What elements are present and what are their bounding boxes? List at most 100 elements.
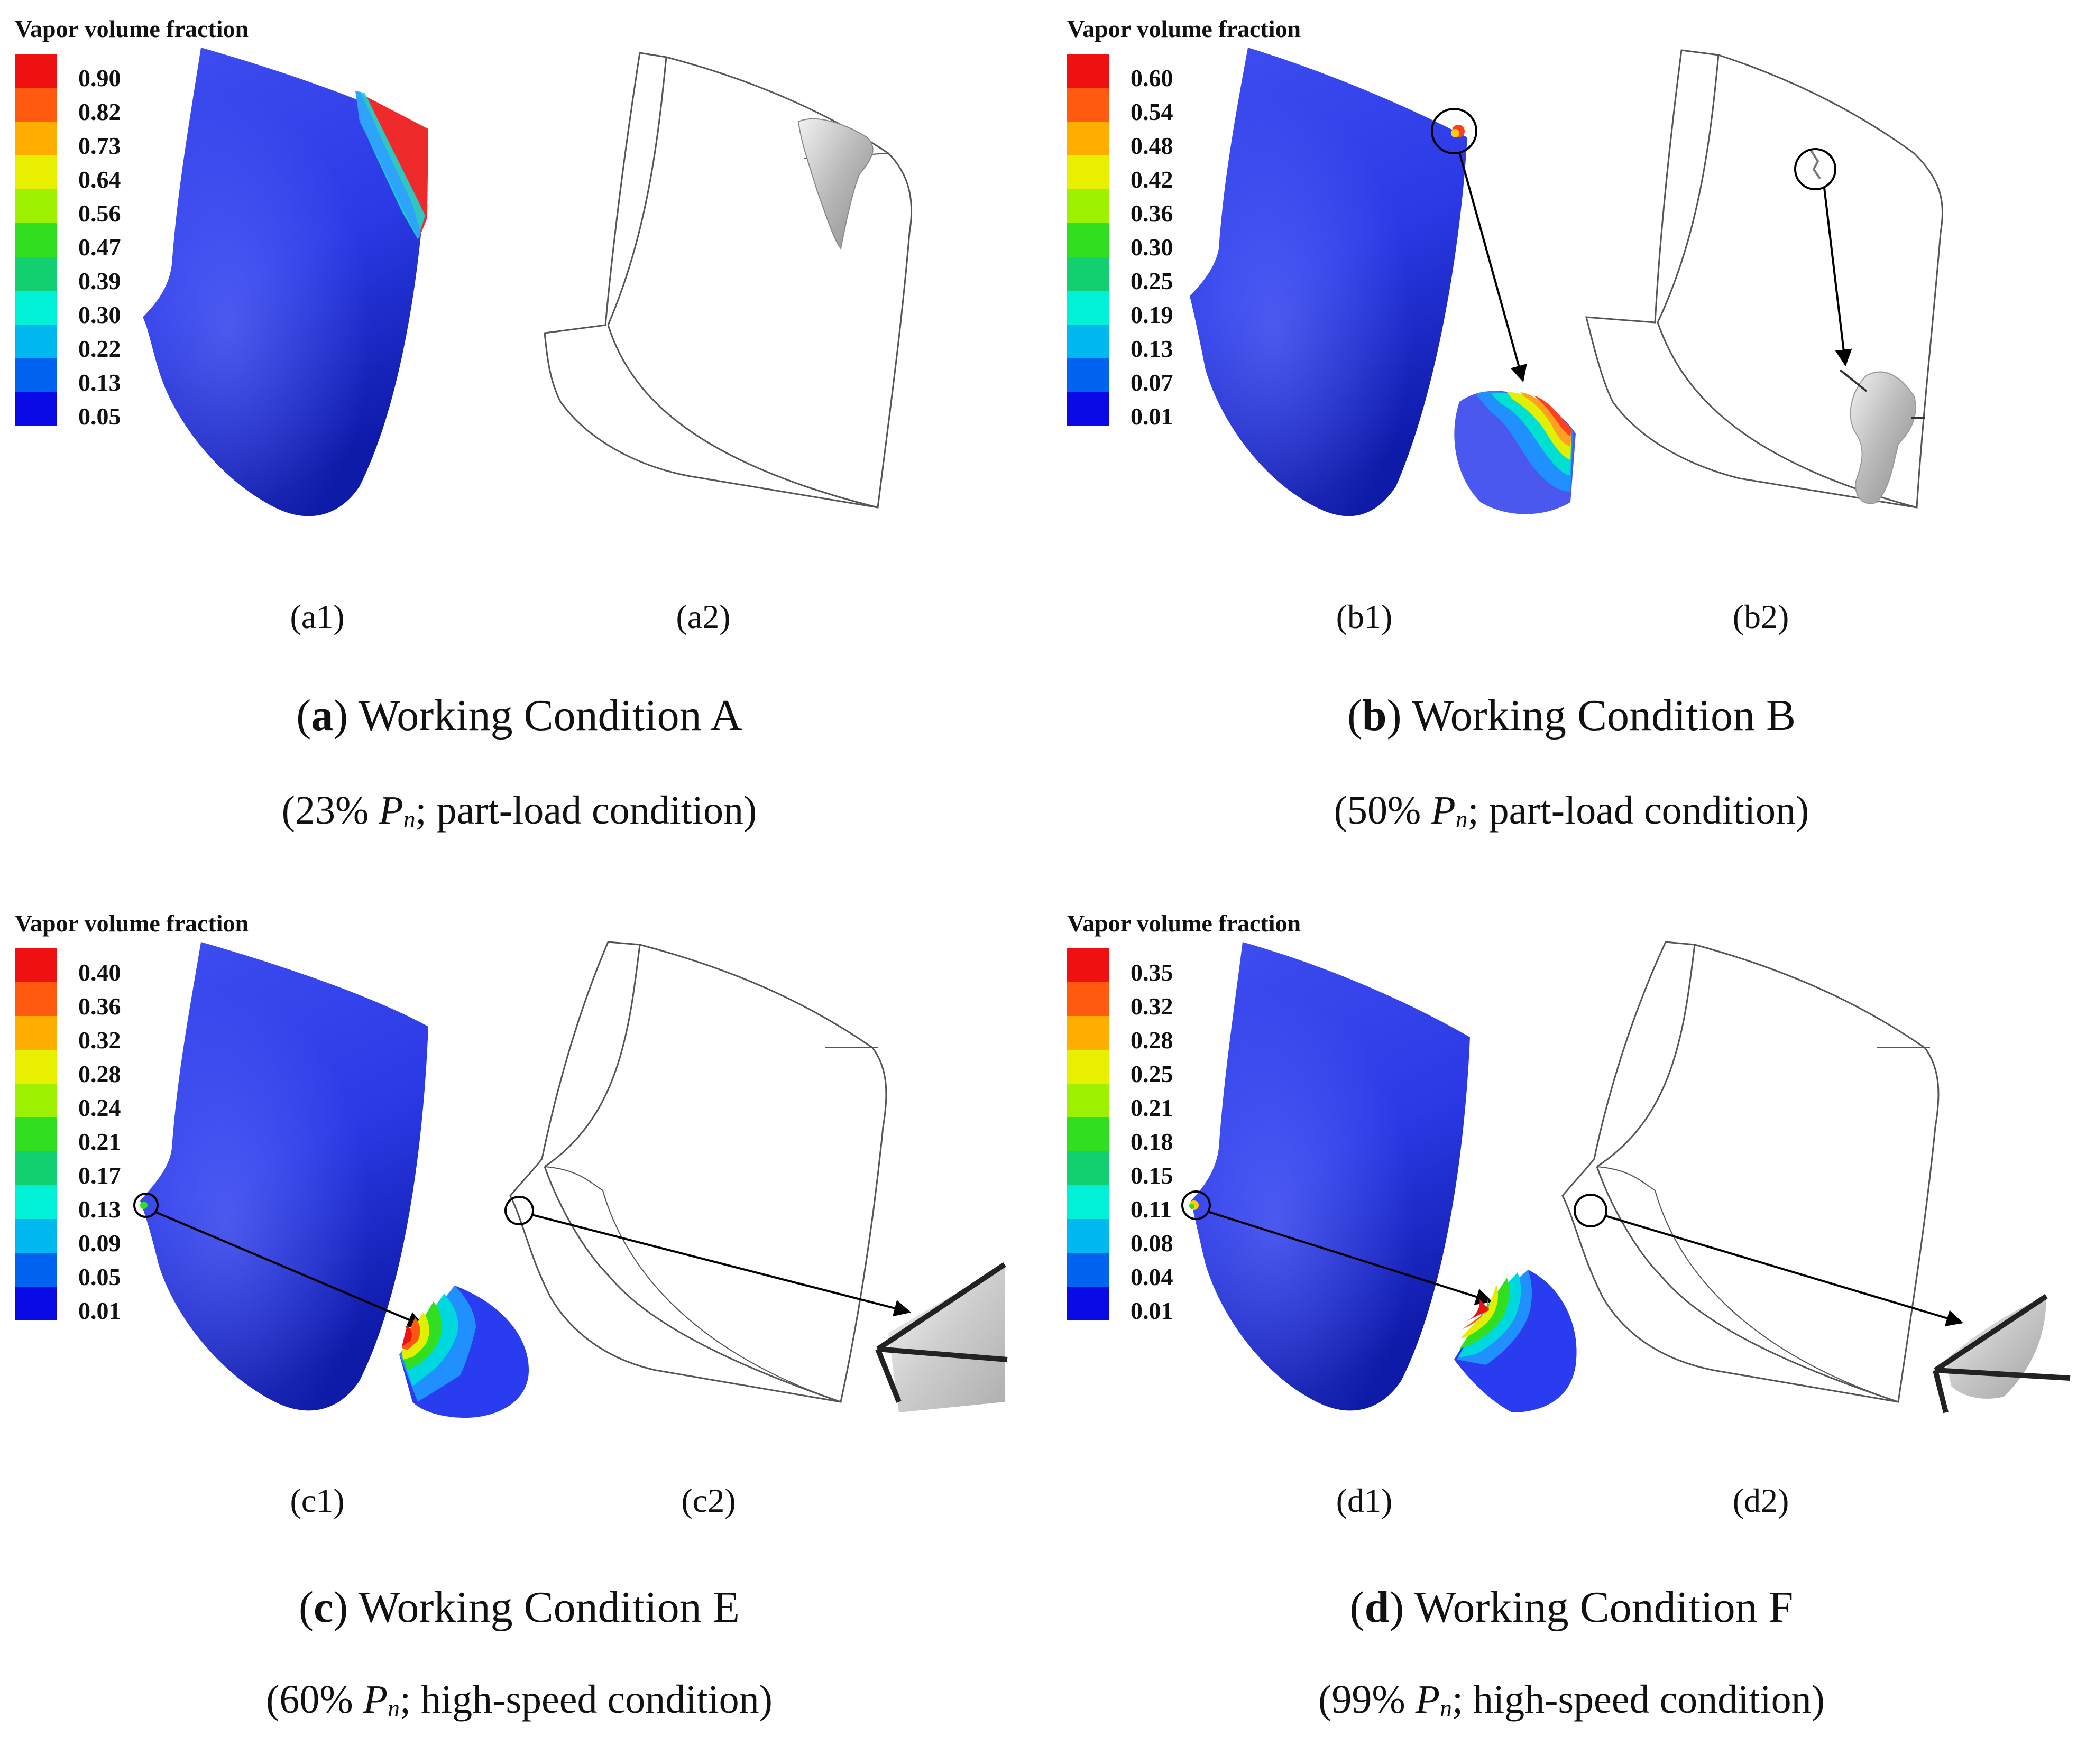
sublabel-c2: (c2) — [681, 1482, 736, 1519]
colorbar-label: 0.28 — [1131, 1027, 1173, 1054]
colorbar-swatch — [15, 122, 57, 155]
colorbar-swatch — [1067, 1016, 1109, 1050]
colorbar-title: Vapor volume fraction — [1067, 910, 1301, 937]
colorbar-label: 0.05 — [78, 403, 121, 430]
colorbar-swatch — [1067, 1185, 1109, 1219]
blade-outline — [544, 52, 913, 509]
panel-b-caption: (b) Working Condition B — [1347, 691, 1796, 740]
colorbar-label: 0.39 — [78, 267, 121, 294]
panel-c-art — [133, 941, 1008, 1418]
sublabel-b1: (b1) — [1336, 598, 1393, 635]
zoom-inset — [399, 1286, 529, 1418]
colorbar-label: 0.36 — [78, 993, 121, 1020]
colorbar-swatch — [15, 1185, 57, 1219]
panel-d-art — [1181, 941, 2071, 1414]
colorbar-swatch — [1067, 982, 1109, 1016]
colorbar-swatch — [15, 1016, 57, 1050]
sublabel-b2: (b2) — [1732, 598, 1789, 635]
colorbar-label: 0.48 — [1131, 132, 1173, 159]
colorbar-label: 0.42 — [1131, 166, 1173, 193]
colorbar-label: 0.15 — [1131, 1162, 1173, 1189]
colorbar-swatch — [1067, 1084, 1109, 1117]
colorbar-swatch — [1067, 88, 1109, 122]
colorbar-swatch — [15, 1253, 57, 1287]
highlight-circle — [504, 1196, 534, 1225]
colorbar-swatch — [15, 54, 57, 88]
panel-c-caption: (c) Working Condition E — [299, 1583, 740, 1632]
colorbar-swatch — [15, 1084, 57, 1117]
sublabel-d2: (d2) — [1732, 1482, 1789, 1519]
sublabel-a2: (a2) — [676, 598, 731, 635]
colorbar-title: Vapor volume fraction — [15, 15, 249, 42]
colorbar-label: 0.19 — [1131, 301, 1173, 328]
colorbar-swatch — [15, 88, 57, 122]
panel-b-art — [1190, 48, 1943, 516]
colorbar-swatch — [1067, 122, 1109, 155]
panel-d-caption: (d) Working Condition F — [1349, 1583, 1794, 1632]
panel-a-condition: (23% Pn; part-load condition) — [281, 788, 757, 833]
colorbar-swatch — [15, 189, 57, 223]
colorbar-label: 0.08 — [1131, 1230, 1173, 1257]
sublabel-d1: (d1) — [1336, 1482, 1393, 1519]
colorbar-swatch — [1067, 1151, 1109, 1185]
zoom-inset — [1454, 1270, 1577, 1412]
highlight-circle — [1574, 1194, 1607, 1227]
blade-outline — [1561, 941, 1940, 1403]
colorbar-label: 0.82 — [78, 98, 121, 125]
colorbar-swatch — [1067, 155, 1109, 189]
colorbar-swatch — [1067, 392, 1109, 426]
panel-a-caption: (a) Working Condition A — [296, 691, 742, 740]
colorbar-label: 0.36 — [1131, 200, 1173, 227]
colorbar-swatch — [15, 358, 57, 392]
colorbar-swatch — [1067, 325, 1109, 358]
colorbar-label: 0.73 — [78, 132, 121, 159]
colorbar-label: 0.30 — [1131, 234, 1173, 261]
colorbar-swatch — [15, 982, 57, 1016]
cavitation-cloud — [797, 118, 874, 250]
colorbar-swatch — [1067, 1287, 1109, 1320]
cavitation-cloud — [1850, 371, 1916, 504]
colorbar-label: 0.13 — [1131, 335, 1173, 362]
blade-outline — [509, 941, 887, 1403]
colorbar-title: Vapor volume fraction — [1067, 15, 1301, 42]
colorbar-label: 0.47 — [78, 234, 121, 261]
panel-c-condition: (60% Pn; high-speed condition) — [266, 1677, 773, 1722]
colorbar-swatch — [1067, 189, 1109, 223]
colorbar-label: 0.54 — [1131, 98, 1173, 125]
panel-a: Vapor volume fraction 0.90 0.82 0.73 0.6… — [0, 0, 1038, 870]
colorbar-label: 0.07 — [1131, 369, 1173, 396]
colorbar-label: 0.01 — [78, 1297, 121, 1324]
colorbar-label: 0.56 — [78, 200, 121, 227]
colorbar-label: 0.01 — [1131, 403, 1173, 430]
colorbar-swatch — [15, 392, 57, 426]
colorbar-swatch — [15, 948, 57, 982]
colorbar-label: 0.24 — [78, 1094, 121, 1121]
colorbar-label: 0.17 — [78, 1162, 121, 1189]
colorbar-swatch — [15, 1117, 57, 1151]
colorbar-swatch — [1067, 291, 1109, 325]
highlight-circle — [1181, 1190, 1211, 1220]
colorbar-title: Vapor volume fraction — [15, 910, 249, 937]
colorbar-label: 0.21 — [78, 1128, 121, 1155]
sublabel-a1: (a1) — [290, 598, 345, 635]
zoom-inset — [1454, 391, 1576, 514]
colorbar-label: 0.01 — [1131, 1297, 1173, 1324]
colorbar-label: 0.40 — [78, 959, 121, 986]
colorbar-swatch — [15, 291, 57, 325]
colorbar-label: 0.90 — [78, 64, 121, 91]
colorbar-swatch — [1067, 1050, 1109, 1084]
cavitation-cloud — [875, 1262, 1008, 1412]
colorbar-swatch — [15, 325, 57, 358]
blade-outline — [1585, 49, 1943, 509]
colorbar-swatch — [15, 223, 57, 257]
colorbar-swatch — [1067, 1219, 1109, 1253]
colorbar-label: 0.18 — [1131, 1128, 1173, 1155]
colorbar-label: 0.25 — [1131, 1060, 1173, 1087]
colorbar-label: 0.22 — [78, 335, 121, 362]
colorbar-label: 0.64 — [78, 166, 121, 193]
colorbar-label: 0.28 — [78, 1060, 121, 1087]
colorbar-label: 0.05 — [78, 1263, 121, 1290]
panel-a-art — [143, 48, 913, 516]
panel-b-condition: (50% Pn; part-load condition) — [1334, 788, 1809, 833]
colorbar-swatch — [1067, 257, 1109, 291]
